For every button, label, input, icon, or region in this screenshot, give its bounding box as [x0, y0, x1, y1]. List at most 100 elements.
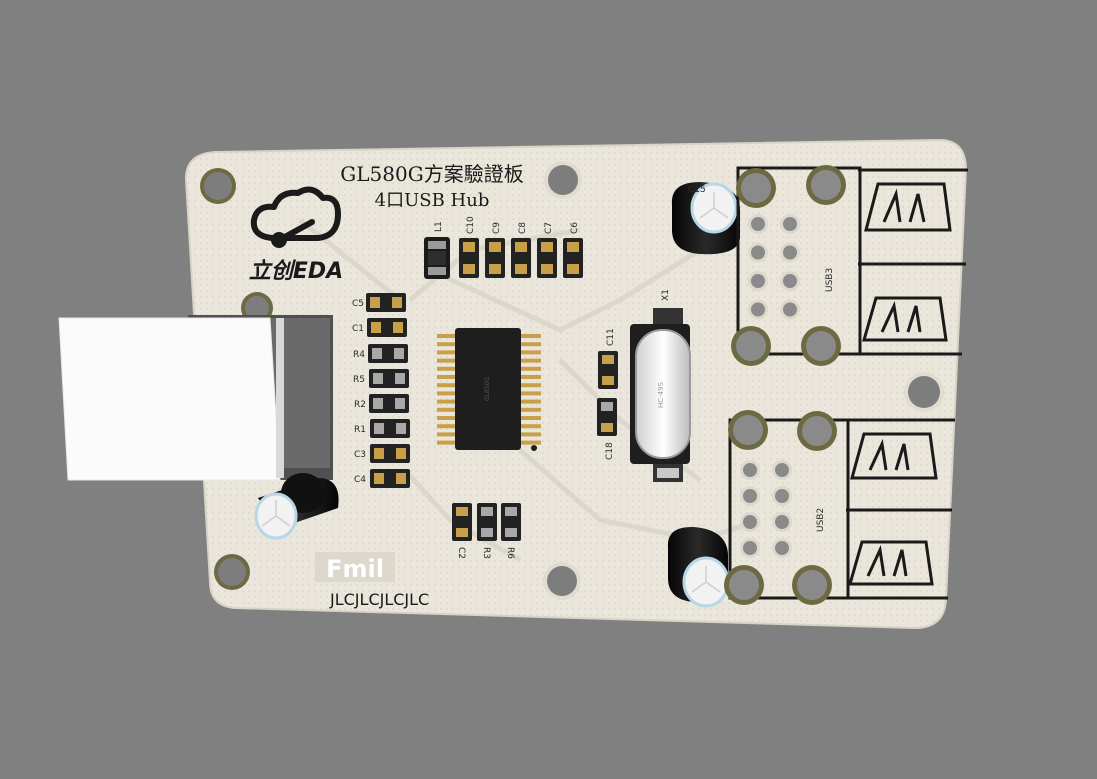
ic-pin: [521, 440, 541, 445]
ic-pin: [437, 399, 455, 404]
ic-pin: [437, 334, 455, 338]
ic-pin: [521, 375, 541, 379]
smd-capacitor-c18: [597, 398, 617, 436]
ref-c9: C9: [492, 222, 502, 234]
ref-r5: R5: [353, 375, 365, 385]
smd-capacitor-c5: [366, 293, 406, 312]
smd-resistor-r2: [369, 394, 409, 413]
board-title: GL580G方案驗證板: [340, 162, 523, 186]
ref-c15: C15: [688, 185, 706, 195]
ref-r1: R1: [354, 425, 366, 435]
ic-pin: [521, 342, 541, 347]
hub-controller-ic: GL850G: [437, 328, 541, 451]
through-hole-drill: [783, 302, 797, 317]
ic-pin: [521, 424, 541, 429]
ic-pins-left: [437, 334, 455, 445]
ic-pin: [437, 432, 455, 437]
ref-r4: R4: [353, 350, 365, 360]
ref-c1: C1: [352, 324, 364, 334]
ic-pin: [521, 383, 541, 388]
smd-capacitor-c3: [370, 444, 410, 463]
through-hole-drill: [783, 274, 797, 288]
usb-a-connector-usb2: [724, 410, 955, 605]
ref-c11: C11: [606, 328, 616, 346]
ic-pin: [521, 358, 541, 363]
ref-x1: X1: [661, 289, 671, 301]
ref-c18: C18: [605, 442, 615, 460]
mounting-holes: [200, 161, 944, 600]
ref-c3: C3: [354, 450, 366, 460]
pcb-board: [184, 138, 968, 630]
ic-pin: [521, 350, 541, 355]
through-hole-drill: [775, 515, 789, 529]
ref-c7: C7: [544, 222, 554, 234]
brand-logo-text: 立创EDA: [249, 258, 343, 284]
ref-r2: R2: [354, 400, 366, 410]
crystal-marking: HC-49S: [657, 381, 665, 408]
through-hole-drill: [751, 245, 765, 260]
smd-resistor-r5: [369, 369, 409, 388]
ic-pin: [437, 375, 455, 379]
through-hole-drill: [751, 217, 765, 231]
through-hole-drill: [775, 489, 789, 503]
mounting-hole-bottom-left: [214, 554, 250, 590]
ref-c5: C5: [352, 299, 364, 309]
ref-c8: C8: [518, 222, 528, 234]
smd-capacitor-c2: [452, 503, 472, 541]
ref-r3: R3: [481, 547, 491, 559]
electrolytic-capacitor-top: [671, 182, 740, 255]
ic-pin: [521, 399, 541, 404]
electrolytic-capacitor-left: [254, 473, 339, 540]
ic-pin: [521, 432, 541, 437]
board-subtitle: 4口USB Hub: [375, 190, 490, 211]
ref-r6: R6: [505, 547, 515, 559]
mounting-hole-bottom-mid: [543, 562, 581, 600]
smd-capacitor-c6: [563, 238, 583, 278]
jlc-text: JLCJLCJLCJLC: [329, 590, 429, 609]
through-hole-drill: [751, 302, 765, 317]
crystal-oscillator-x1: HC-49S: [630, 308, 691, 482]
electrolytic-capacitor-bottom: [667, 526, 730, 608]
through-hole-drill: [743, 541, 757, 555]
smd-resistor-r1: [370, 419, 410, 438]
ic-pin: [437, 342, 455, 347]
ic-pin: [521, 416, 541, 420]
smd-capacitor-c10: [459, 238, 479, 278]
ref-usb3: USB3: [825, 268, 835, 292]
smd-capacitor-c8: [511, 238, 531, 278]
smd-resistor-r3: [477, 503, 497, 541]
ic-pin: [521, 391, 541, 396]
ic-pin: [437, 407, 455, 412]
ref-l1: L1: [434, 221, 444, 232]
ic-pin: [521, 407, 541, 412]
smd-capacitor-c4: [370, 469, 410, 488]
ic-pin: [437, 358, 455, 363]
through-hole-drill: [775, 463, 789, 477]
usb-b-connector: [58, 315, 333, 481]
svg-text:Fmil: Fmil: [326, 555, 384, 583]
through-hole-drill: [775, 541, 789, 555]
smd-resistor-r6: [501, 503, 521, 541]
inductor-l1: [424, 237, 450, 279]
through-hole-drill: [743, 463, 757, 477]
through-hole-drill: [751, 274, 765, 288]
ic-pins-right: [521, 334, 541, 445]
fmil-label: Fmil: [315, 552, 395, 583]
ic-pin: [521, 334, 541, 338]
ref-c2: C2: [456, 547, 466, 559]
through-hole-drill: [783, 217, 797, 231]
ic-pin: [437, 350, 455, 355]
ic-marking: GL850G: [484, 377, 491, 401]
ref-c10: C10: [466, 216, 476, 234]
usb-a-connector-usb3: [731, 165, 968, 366]
through-hole-drill: [783, 245, 797, 260]
smd-capacitor-c11: [598, 351, 618, 389]
ic-pin: [437, 424, 455, 429]
cloud-logo-icon: [250, 186, 341, 248]
ic-pin: [437, 383, 455, 388]
through-hole-drill: [743, 489, 757, 503]
ref-usb2: USB2: [816, 508, 826, 532]
smd-capacitor-c1: [367, 318, 407, 337]
smd-capacitor-c7: [537, 238, 557, 278]
